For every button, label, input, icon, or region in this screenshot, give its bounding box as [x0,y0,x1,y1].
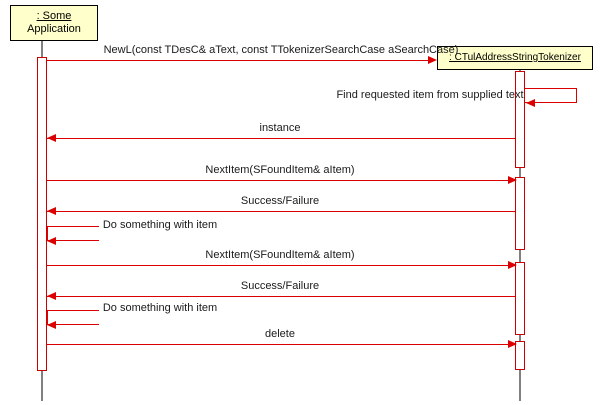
message-arrowhead-success-failure-2 [47,292,56,300]
object-box-tokenizer[interactable]: : CTulAddressStringTokenizer [437,46,593,70]
message-line-success-failure-2 [47,296,515,297]
object-name-tokenizer-line1: : CTulAddressStringTokenizer [449,52,581,63]
message-arrowhead-nextitem-2 [508,261,517,269]
message-line-delete [47,344,515,345]
message-label-newl: NewL(const TDesC& aText, const TTokenize… [103,44,459,56]
message-arrowhead-instance [47,134,56,142]
message-arrowhead-delete [508,340,517,348]
message-line-success-failure-1 [47,211,515,212]
message-line-instance [47,138,515,139]
message-arrowhead-do-something-2 [47,321,56,329]
activation-bar-tokenizer-delete [515,341,525,370]
message-arrowhead-newl [428,56,437,64]
activation-bar-tokenizer-construct [515,71,525,168]
message-label-find-requested-item: Find requested item from supplied text [336,89,524,101]
message-line-newl [47,60,435,61]
message-label-do-something-1: Do something with item [102,219,218,231]
message-label-do-something-2: Do something with item [102,302,218,314]
message-label-delete: delete [265,328,295,340]
message-selfloop-application-1 [47,226,99,241]
message-selfloop-application-2 [47,310,99,325]
message-line-nextitem-1 [47,180,515,181]
message-arrowhead-nextitem-1 [508,176,517,184]
message-label-instance: instance [259,122,301,134]
message-label-nextitem-1: NextItem(SFoundItem& aItem) [205,164,355,176]
message-label-success-failure-2: Success/Failure [240,280,320,292]
activation-bar-application-main [37,57,47,371]
activation-bar-tokenizer-nextitem-1 [515,177,525,250]
message-label-success-failure-1: Success/Failure [240,195,320,207]
message-selfloop-tokenizer-find [525,88,577,103]
object-box-application[interactable]: : Some Application [10,5,98,41]
message-line-nextitem-2 [47,265,515,266]
message-arrowhead-do-something-1 [47,237,56,245]
message-label-nextitem-2: NextItem(SFoundItem& aItem) [205,249,355,261]
message-arrowhead-success-failure-1 [47,207,56,215]
object-name-application-line2: Application [27,23,81,35]
object-name-application-line1: : Some [36,10,72,22]
activation-bar-tokenizer-nextitem-2 [515,262,525,335]
message-arrowhead-find-requested-item [526,99,535,107]
